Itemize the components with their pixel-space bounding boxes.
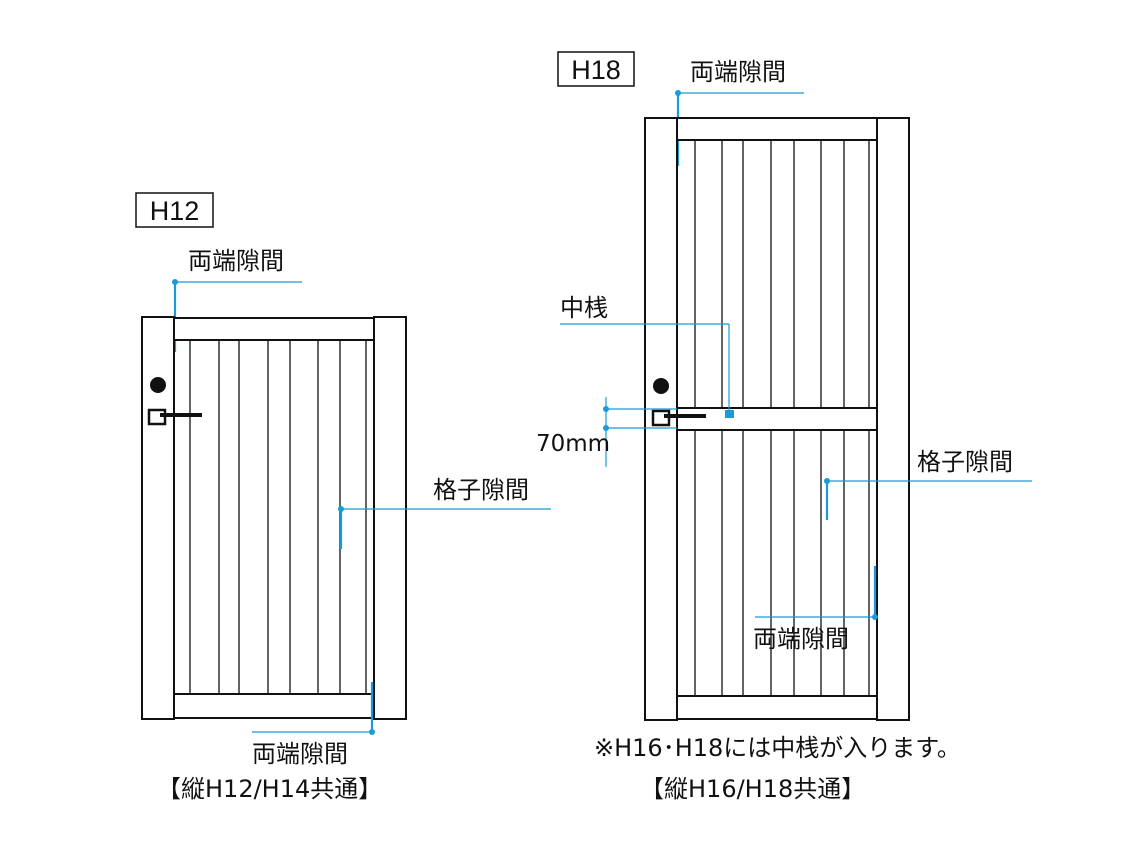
h12-door-knob	[150, 377, 166, 393]
h18-door-knob	[653, 378, 669, 394]
h18-lower-slats	[694, 430, 870, 696]
h12-top-gap-label: 両端隙間	[188, 247, 284, 275]
h18-tag-box	[557, 51, 635, 87]
h12-right-post	[373, 316, 407, 720]
h18-right-post	[876, 117, 910, 721]
h18-tag: H18	[571, 55, 621, 85]
h12-bottom-gap-label: 両端隙間	[252, 740, 348, 768]
h18-mid-rail-size-label: 70mm	[536, 431, 610, 457]
h12-tag: H12	[150, 196, 200, 226]
h18-lever-handle	[651, 409, 706, 427]
h18-slat-gap-label: 格子隙間	[917, 448, 1013, 476]
h18-mid-rail-dimension	[603, 397, 677, 467]
gate-h18: H18 両端隙間	[536, 51, 1032, 803]
h12-tag-box	[135, 192, 214, 228]
h12-lever-handle	[147, 408, 202, 426]
h18-caption: 【縦H16/H18共通】	[640, 775, 865, 803]
h12-slats	[189, 340, 367, 694]
h18-bottom-gap-label: 両端隙間	[753, 625, 849, 653]
h12-top-rail	[173, 317, 375, 341]
h18-top-rail	[676, 117, 878, 141]
h18-top-gap-label: 両端隙間	[690, 58, 786, 86]
h18-mid-rail-label: 中桟	[560, 294, 608, 322]
h18-note: ※H16･H18には中桟が入ります。	[594, 734, 961, 762]
h18-bottom-rail	[676, 695, 878, 720]
h12-slat-gap-label: 格子隙間	[433, 476, 529, 504]
h12-caption: 【縦H12/H14共通】	[157, 775, 382, 803]
gate-h12: H12 両端隙間	[135, 192, 551, 803]
h12-bottom-rail	[173, 693, 375, 719]
h18-middle-rail	[676, 407, 878, 431]
h18-upper-slats	[694, 140, 870, 408]
